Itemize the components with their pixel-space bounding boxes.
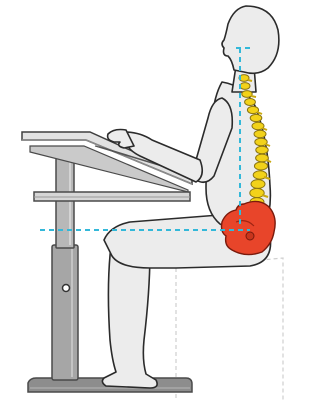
chair-outline [176, 258, 283, 400]
desk-leg-lower [52, 245, 78, 380]
height-knob [63, 285, 70, 292]
person-head [222, 6, 279, 73]
